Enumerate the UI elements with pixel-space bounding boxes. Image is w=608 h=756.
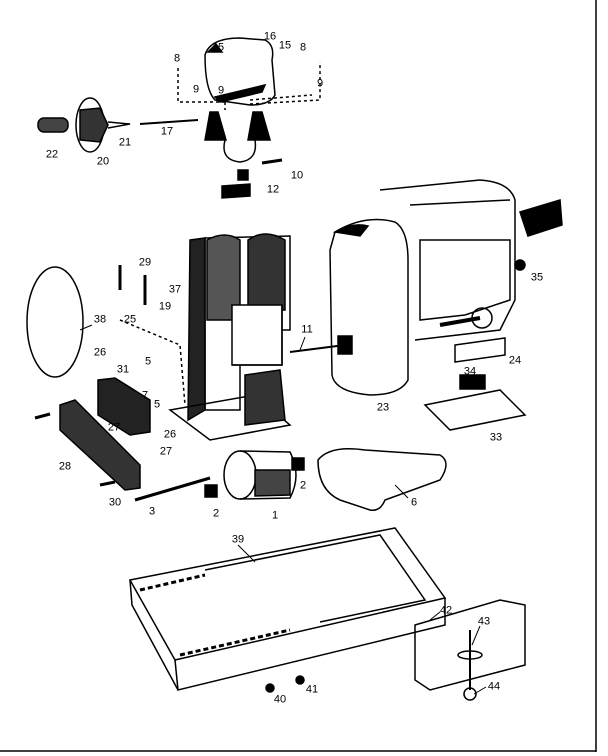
- callout-21: 21: [118, 136, 132, 149]
- callout-37: 37: [168, 283, 182, 296]
- callout-7: 7: [141, 389, 149, 402]
- callout-3: 3: [148, 505, 156, 518]
- motor-body: [223, 139, 257, 163]
- callout-26: 26: [93, 346, 107, 359]
- callout-35: 35: [530, 271, 544, 284]
- callout-9: 9: [217, 84, 225, 97]
- callout-25: 25: [123, 313, 137, 326]
- callout-6: 6: [410, 496, 418, 509]
- callout-15: 15: [278, 39, 292, 52]
- callout-16: 16: [263, 30, 277, 43]
- bail-handle: [414, 599, 526, 701]
- callout-5: 5: [153, 398, 161, 411]
- base-plate-39: [128, 527, 447, 691]
- callout-29: 29: [138, 256, 152, 269]
- rod-17: [139, 119, 199, 125]
- callout-8: 8: [173, 52, 181, 65]
- callout-10: 10: [290, 169, 304, 182]
- callout-15: 15: [211, 41, 225, 54]
- belt-38: [26, 266, 84, 378]
- part-12: [221, 183, 251, 199]
- rod-11: [289, 344, 346, 353]
- callout-9: 9: [316, 77, 324, 90]
- callout-33: 33: [489, 431, 503, 444]
- callout-38: 38: [93, 313, 107, 326]
- brush-holder-right: [247, 111, 271, 141]
- rod-3: [134, 476, 211, 502]
- callout-39: 39: [231, 533, 245, 546]
- callout-27: 27: [159, 445, 173, 458]
- callout-41: 41: [305, 683, 319, 696]
- bracket-33: [423, 389, 527, 431]
- callout-11: 11: [301, 323, 313, 336]
- callout-43: 43: [477, 615, 491, 628]
- front-housing: [379, 179, 563, 363]
- brush-holder-left: [204, 111, 227, 141]
- leader-lines: [79, 324, 487, 695]
- callout-34: 34: [463, 365, 477, 378]
- callout-1: 1: [271, 509, 279, 522]
- callout-30: 30: [108, 496, 122, 509]
- callout-42: 42: [439, 604, 453, 617]
- callout-22: 22: [45, 148, 59, 161]
- callout-27: 27: [107, 421, 121, 434]
- nozzle-6: [317, 448, 447, 512]
- callout-24: 24: [508, 354, 522, 367]
- callout-26: 26: [163, 428, 177, 441]
- callout-23: 23: [376, 401, 390, 414]
- callout-17: 17: [160, 125, 174, 138]
- dashed-leaders-top: [177, 62, 321, 110]
- main-chassis: [168, 233, 292, 441]
- motor-housing-top: [204, 37, 276, 106]
- brush-roll-1: [223, 450, 297, 500]
- side-cover-23: [329, 218, 409, 396]
- callout-5: 5: [144, 355, 152, 368]
- callout-2: 2: [212, 507, 220, 520]
- rail-30: [59, 399, 141, 491]
- callout-19: 19: [158, 300, 172, 313]
- block-31: [97, 377, 151, 436]
- callout-40: 40: [273, 693, 287, 706]
- callout-8: 8: [299, 41, 307, 54]
- callout-9: 9: [192, 83, 200, 96]
- callout-2: 2: [299, 479, 307, 492]
- callout-44: 44: [487, 680, 501, 693]
- callout-20: 20: [96, 155, 110, 168]
- callout-36: 36: [536, 216, 550, 229]
- callout-12: 12: [266, 183, 280, 196]
- callout-31: 31: [116, 363, 130, 376]
- fan-assembly: [37, 97, 131, 153]
- callout-28: 28: [58, 460, 72, 473]
